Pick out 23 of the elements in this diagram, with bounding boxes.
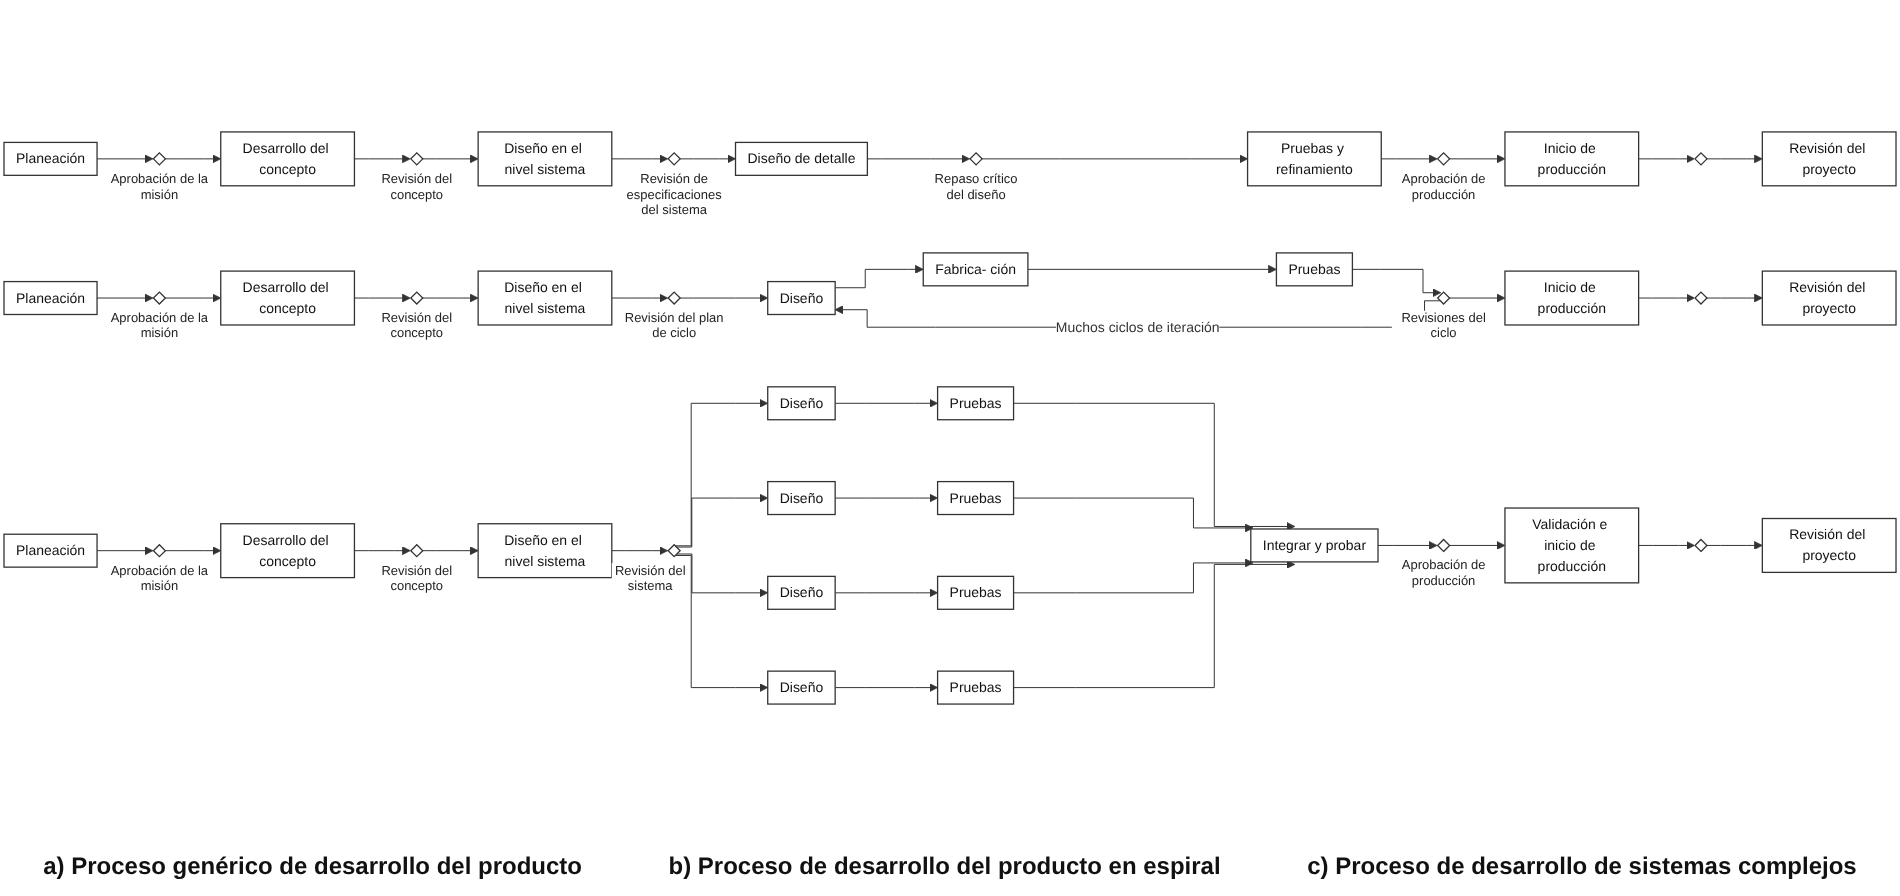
node-diamond [152, 543, 167, 558]
arrow [611, 154, 669, 164]
figure-caption: b) Proceso de desarrollo del producto en espiral [668, 852, 1221, 880]
node-diamond [667, 543, 682, 558]
node-diamond [667, 151, 682, 166]
figure-caption: a) Proceso genérico de desarrollo del producto [43, 852, 583, 880]
node-diamond [667, 291, 682, 305]
node-diamond [1694, 538, 1708, 553]
node-diamond [1436, 291, 1451, 305]
arrow [1027, 264, 1277, 274]
node-diamond [152, 291, 167, 305]
node-diamond [1436, 538, 1451, 553]
node-diamond [1694, 291, 1708, 305]
node-diamond [409, 543, 424, 558]
node-diamond [969, 151, 983, 166]
arrow [353, 293, 411, 303]
node-diamond [1694, 151, 1708, 166]
node-diamond [1436, 151, 1451, 166]
node-diamond [409, 151, 424, 166]
node-diamond [409, 291, 424, 305]
arrow [353, 546, 411, 556]
node-diamond [152, 151, 167, 166]
figure-caption: c) Proceso de desarrollo de sistemas complejos [1307, 852, 1857, 880]
